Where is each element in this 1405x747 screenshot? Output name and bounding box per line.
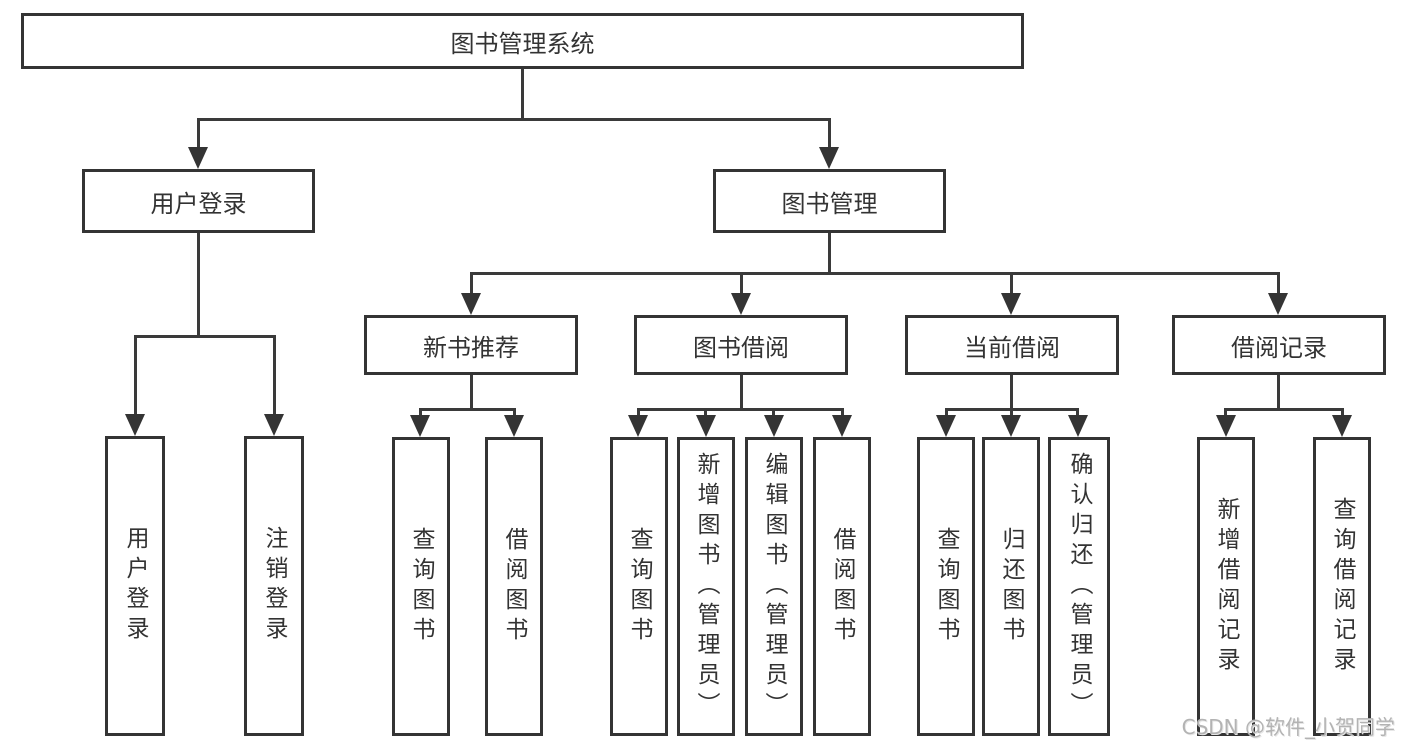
arrowhead-down-icon	[410, 415, 430, 437]
leaf-label: 编辑图书（管理员）	[761, 451, 787, 722]
leaf-query-borrow-record: 查询借阅记录	[1313, 437, 1371, 736]
node-current-borrowing: 当前借阅	[905, 315, 1119, 375]
leaf-label: 借阅图书	[501, 526, 527, 647]
connector	[1224, 408, 1227, 417]
arrowhead-down-icon	[504, 415, 524, 437]
connector	[134, 335, 137, 415]
leaf-confirm-return-admin: 确认归还（管理员）	[1048, 437, 1110, 736]
leaf-edit-book-admin: 编辑图书（管理员）	[745, 437, 803, 736]
connector	[1224, 408, 1343, 411]
arrowhead-down-icon	[832, 415, 852, 437]
node-label: 图书借阅	[693, 333, 789, 362]
node-label: 图书管理系统	[450, 29, 595, 58]
node-root-system: 图书管理系统	[21, 13, 1024, 69]
arrowhead-down-icon	[628, 415, 648, 437]
connector	[1277, 272, 1280, 294]
arrowhead-down-icon	[1001, 415, 1021, 437]
connector	[1010, 408, 1013, 417]
node-label: 图书管理	[781, 189, 878, 218]
node-user-login: 用户登录	[82, 169, 315, 233]
leaf-query-books-current: 查询图书	[917, 437, 975, 736]
connector	[470, 272, 1280, 275]
connector	[740, 272, 743, 294]
node-label: 新书推荐	[423, 333, 519, 362]
connector	[1341, 408, 1344, 417]
arrowhead-down-icon	[1001, 293, 1021, 315]
leaf-return-book: 归还图书	[982, 437, 1040, 736]
connector	[637, 408, 844, 411]
node-borrowing-records: 借阅记录	[1172, 315, 1386, 375]
leaf-borrow-books-recommend: 借阅图书	[485, 437, 543, 736]
connector	[1076, 408, 1079, 417]
arrowhead-down-icon	[696, 415, 716, 437]
node-label: 借阅记录	[1231, 333, 1327, 362]
connector	[828, 118, 831, 150]
connector	[841, 408, 844, 417]
connector	[470, 272, 473, 294]
leaf-query-books-borrowing: 查询图书	[610, 437, 668, 736]
leaf-label: 新增借阅记录	[1213, 496, 1239, 677]
connector	[419, 408, 516, 411]
connector	[513, 408, 516, 417]
node-book-borrowing: 图书借阅	[634, 315, 848, 375]
connector	[521, 69, 524, 118]
connector	[197, 233, 200, 335]
arrowhead-down-icon	[819, 147, 839, 169]
leaf-add-book-admin: 新增图书（管理员）	[677, 437, 735, 736]
connector	[828, 233, 831, 272]
leaf-label: 查询图书	[626, 526, 652, 647]
leaf-label: 查询图书	[933, 526, 959, 647]
arrowhead-down-icon	[1268, 293, 1288, 315]
connector	[945, 408, 948, 417]
node-new-book-recommend: 新书推荐	[364, 315, 578, 375]
leaf-user-login: 用户登录	[105, 436, 165, 736]
arrowhead-down-icon	[125, 414, 145, 436]
connector	[1010, 272, 1013, 294]
leaf-query-books-recommend: 查询图书	[392, 437, 450, 736]
connector	[637, 408, 640, 417]
leaf-label: 注销登录	[261, 526, 287, 646]
arrowhead-down-icon	[764, 415, 784, 437]
connector	[197, 118, 200, 150]
csdn-watermark: CSDN @软件_小贺同学	[1181, 715, 1395, 739]
leaf-add-borrow-record: 新增借阅记录	[1197, 437, 1255, 736]
connector	[419, 408, 422, 417]
connector	[1277, 375, 1280, 408]
arrowhead-down-icon	[936, 415, 956, 437]
node-label: 用户登录	[150, 189, 247, 218]
arrowhead-down-icon	[264, 414, 284, 436]
node-book-management: 图书管理	[713, 169, 946, 233]
leaf-logout: 注销登录	[244, 436, 304, 736]
leaf-borrow-books: 借阅图书	[813, 437, 871, 736]
connector	[740, 375, 743, 408]
connector	[1010, 375, 1013, 408]
connector	[470, 375, 473, 408]
leaf-label: 新增图书（管理员）	[693, 451, 719, 722]
node-label: 当前借阅	[964, 333, 1060, 362]
arrowhead-down-icon	[731, 293, 751, 315]
arrowhead-down-icon	[1332, 415, 1352, 437]
arrowhead-down-icon	[1068, 415, 1088, 437]
leaf-label: 用户登录	[122, 526, 148, 646]
connector	[273, 335, 276, 415]
leaf-label: 归还图书	[998, 526, 1024, 647]
connector	[772, 408, 775, 417]
leaf-label: 借阅图书	[829, 526, 855, 647]
connector	[134, 335, 276, 338]
leaf-label: 查询图书	[408, 526, 434, 647]
connector	[197, 118, 831, 121]
arrowhead-down-icon	[1216, 415, 1236, 437]
arrowhead-down-icon	[461, 293, 481, 315]
connector	[704, 408, 707, 417]
arrowhead-down-icon	[188, 147, 208, 169]
leaf-label: 确认归还（管理员）	[1066, 451, 1092, 722]
leaf-label: 查询借阅记录	[1329, 496, 1355, 677]
